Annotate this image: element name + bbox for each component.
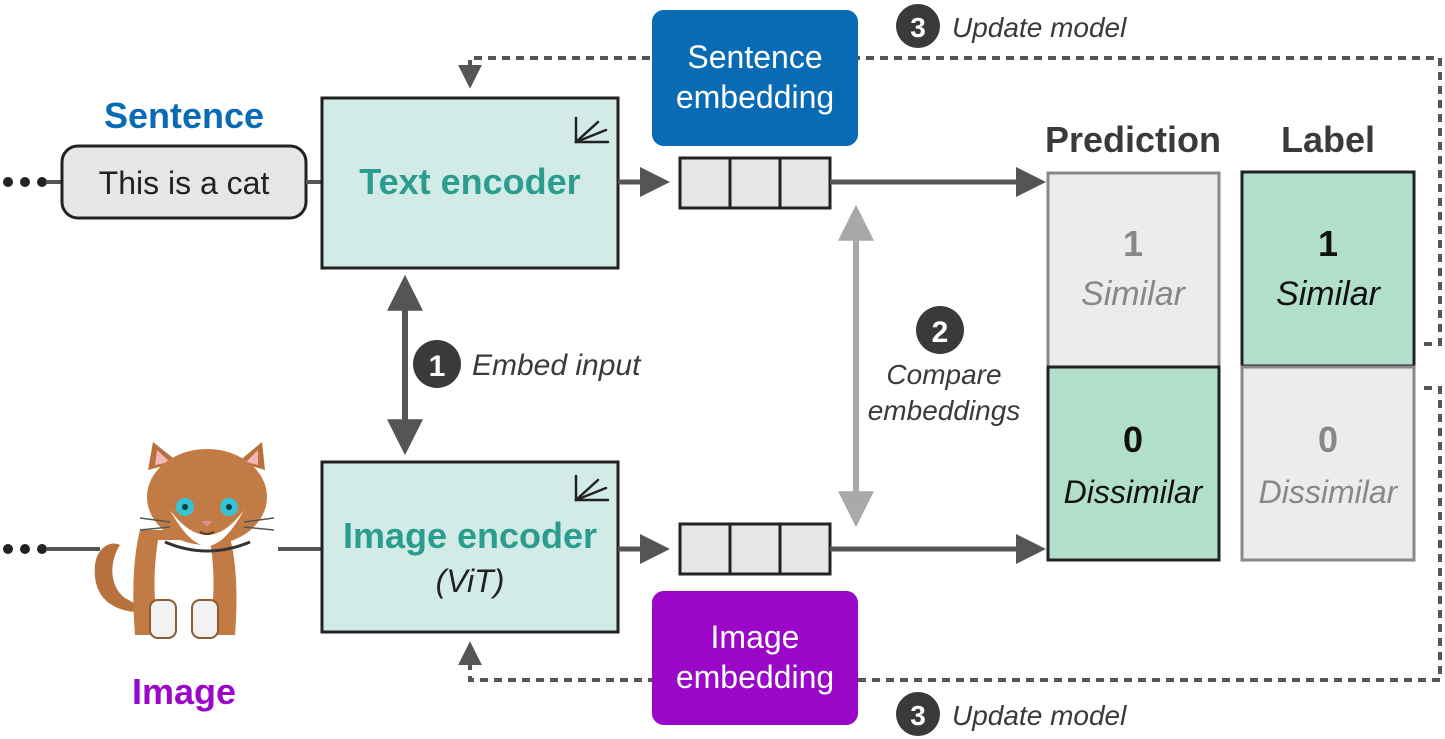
prediction-title: Prediction — [1045, 119, 1221, 160]
svg-text:1: 1 — [429, 350, 446, 383]
image-embedding-label-box-overlay — [652, 591, 858, 725]
label-dissimilar-value: 0 — [1318, 419, 1338, 460]
label-row-similar — [1240, 170, 1416, 368]
sentence-embedding-text-2: embedding — [676, 79, 834, 115]
text-encoder-title: Text encoder — [359, 161, 580, 202]
prediction-dissimilar-value: 0 — [1123, 419, 1143, 460]
label-similar-value: 1 — [1318, 223, 1338, 264]
label-row-dissimilar — [1240, 365, 1416, 562]
image-embedding-text-1: Image — [711, 619, 800, 655]
image-encoder-box — [320, 460, 620, 634]
update-model-top-loop — [458, 56, 1442, 346]
step-2-label-line-1: Compare — [886, 359, 1001, 390]
step-3-bottom-label: Update model — [952, 700, 1127, 731]
label-dissimilar-label: Dissimilar — [1259, 474, 1399, 510]
sentence-text: This is a cat — [99, 165, 270, 201]
step-3-bottom-badge: 3 — [884, 692, 1144, 736]
text-encoder-axes-icon — [574, 116, 610, 144]
image-title: Image — [132, 671, 236, 712]
prediction-row-dissimilar — [1046, 365, 1221, 562]
update-model-bottom-loop — [458, 386, 1442, 682]
step-1-label: Embed input — [472, 349, 642, 382]
sentence-embedding-vector — [678, 156, 832, 210]
sentence-input-dots — [3, 177, 47, 187]
image-embedding-text-2: embedding — [676, 659, 834, 695]
label-similar-label: Similar — [1276, 275, 1382, 313]
image-input-dots — [3, 544, 47, 554]
step-2-badge: 2 — [916, 306, 964, 354]
prediction-row-similar — [1046, 171, 1221, 369]
image-encoder-axes-icon — [574, 474, 610, 502]
cat-image — [94, 442, 275, 639]
label-title: Label — [1281, 119, 1375, 160]
step-2-label-line-2: embeddings — [868, 395, 1021, 426]
prediction-similar-value: 1 — [1123, 223, 1143, 264]
svg-text:3: 3 — [910, 12, 926, 43]
prediction-dissimilar-label: Dissimilar — [1064, 474, 1204, 510]
sentence-embedding-label-box-overlay — [652, 10, 858, 146]
svg-text:2: 2 — [932, 316, 949, 349]
step-3-top-label: Update model — [952, 12, 1127, 43]
image-embedding-vector — [678, 522, 832, 576]
svg-text:3: 3 — [910, 700, 926, 731]
text-encoder-box — [320, 96, 620, 270]
image-encoder-subtitle: (ViT) — [436, 563, 505, 599]
sentence-title: Sentence — [104, 95, 264, 136]
step-1-badge: 1 — [413, 340, 461, 388]
image-encoder-title: Image encoder — [343, 515, 597, 556]
step-3-top-badge: 3 — [884, 4, 1144, 48]
prediction-similar-label: Similar — [1081, 275, 1187, 313]
sentence-embedding-text-1: Sentence — [687, 39, 822, 75]
